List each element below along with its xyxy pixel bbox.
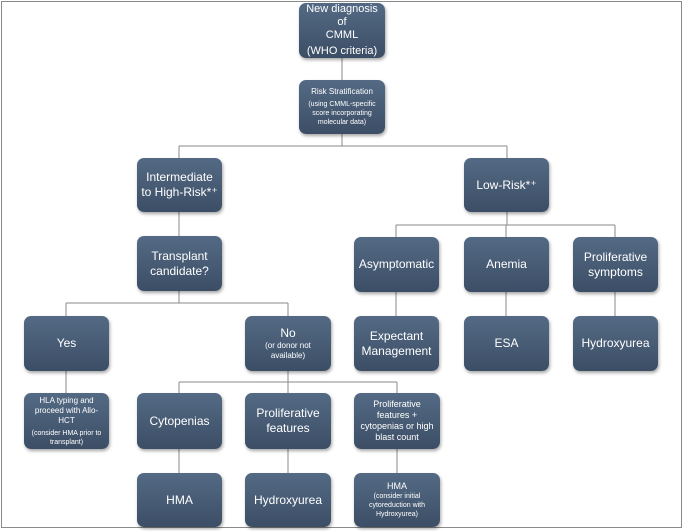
node-risk-stratification: Risk Stratification (using CMML-specific… xyxy=(299,80,385,134)
hma-consider-detail: (consider initial cytoreduction with Hyd… xyxy=(368,493,426,518)
node-prolif-cytopenias-blast: Proliferative features + cytopenias or h… xyxy=(354,393,440,449)
no-detail: (or donor not available) xyxy=(265,341,311,360)
node-cytopenias: Cytopenias xyxy=(137,393,222,449)
hla-typing-label: HLA typing and proceed with Allo-HCT xyxy=(34,395,99,425)
node-transplant-candidate: Transplant candidate? xyxy=(137,236,222,291)
anemia-label: Anemia xyxy=(486,257,527,271)
transplant-candidate-label: Transplant candidate? xyxy=(150,248,209,278)
proliferative-symptoms-label: Proliferative symptoms xyxy=(583,249,648,279)
yes-label: Yes xyxy=(56,336,77,350)
node-hydroxyurea-low: Hydroxyurea xyxy=(573,316,658,371)
node-yes: Yes xyxy=(24,316,109,371)
node-anemia: Anemia xyxy=(464,237,549,292)
proliferative-features-label: Proliferative features xyxy=(256,406,320,435)
node-no: No (or donor not available) xyxy=(245,316,331,371)
node-proliferative-symptoms: Proliferative symptoms xyxy=(573,237,658,292)
node-esa: ESA xyxy=(464,316,549,371)
cytopenias-label: Cytopenias xyxy=(149,413,210,428)
no-label: No xyxy=(280,326,296,340)
expectant-management-label: Expectant Management xyxy=(361,328,432,358)
hma-consider-label: HMA xyxy=(387,481,407,491)
risk-stratification-detail: (using CMML-specific score incorporating… xyxy=(308,101,376,126)
node-asymptomatic: Asymptomatic xyxy=(354,237,439,292)
risk-stratification-title: Risk Stratification xyxy=(311,87,373,96)
node-expectant-management: Expectant Management xyxy=(354,316,439,371)
low-risk-label: Low-Risk*⁺ xyxy=(476,177,537,192)
node-hydroxyurea-no: Hydroxyurea xyxy=(245,473,331,527)
hydroxyurea-no-label: Hydroxyurea xyxy=(253,492,323,507)
asymptomatic-label: Asymptomatic xyxy=(358,257,435,271)
hma-label: HMA xyxy=(166,492,193,507)
prolif-cytopenias-blast-label: Proliferative features + cytopenias or h… xyxy=(360,399,434,442)
hydroxyurea-low-label: Hydroxyurea xyxy=(581,336,650,350)
intermediate-high-risk-label: Intermediate to High-Risk*⁺ xyxy=(141,170,218,199)
node-hma: HMA xyxy=(137,473,222,527)
hla-typing-detail: (consider HMA prior to transplant) xyxy=(31,429,102,446)
node-hma-consider: HMA (consider initial cytoreduction with… xyxy=(354,473,440,527)
node-new-diagnosis: New diagnosis of CMML (WHO criteria) xyxy=(299,3,385,58)
new-diagnosis-line1: New diagnosis of xyxy=(306,3,378,28)
node-low-risk: Low-Risk*⁺ xyxy=(464,158,549,212)
new-diagnosis-line2: CMML xyxy=(325,29,359,41)
node-hla-typing: HLA typing and proceed with Allo-HCT (co… xyxy=(24,393,109,449)
node-proliferative-features: Proliferative features xyxy=(245,393,331,449)
node-intermediate-high-risk: Intermediate to High-Risk*⁺ xyxy=(137,158,222,212)
new-diagnosis-line3: (WHO criteria) xyxy=(306,45,378,57)
esa-label: ESA xyxy=(494,336,519,350)
